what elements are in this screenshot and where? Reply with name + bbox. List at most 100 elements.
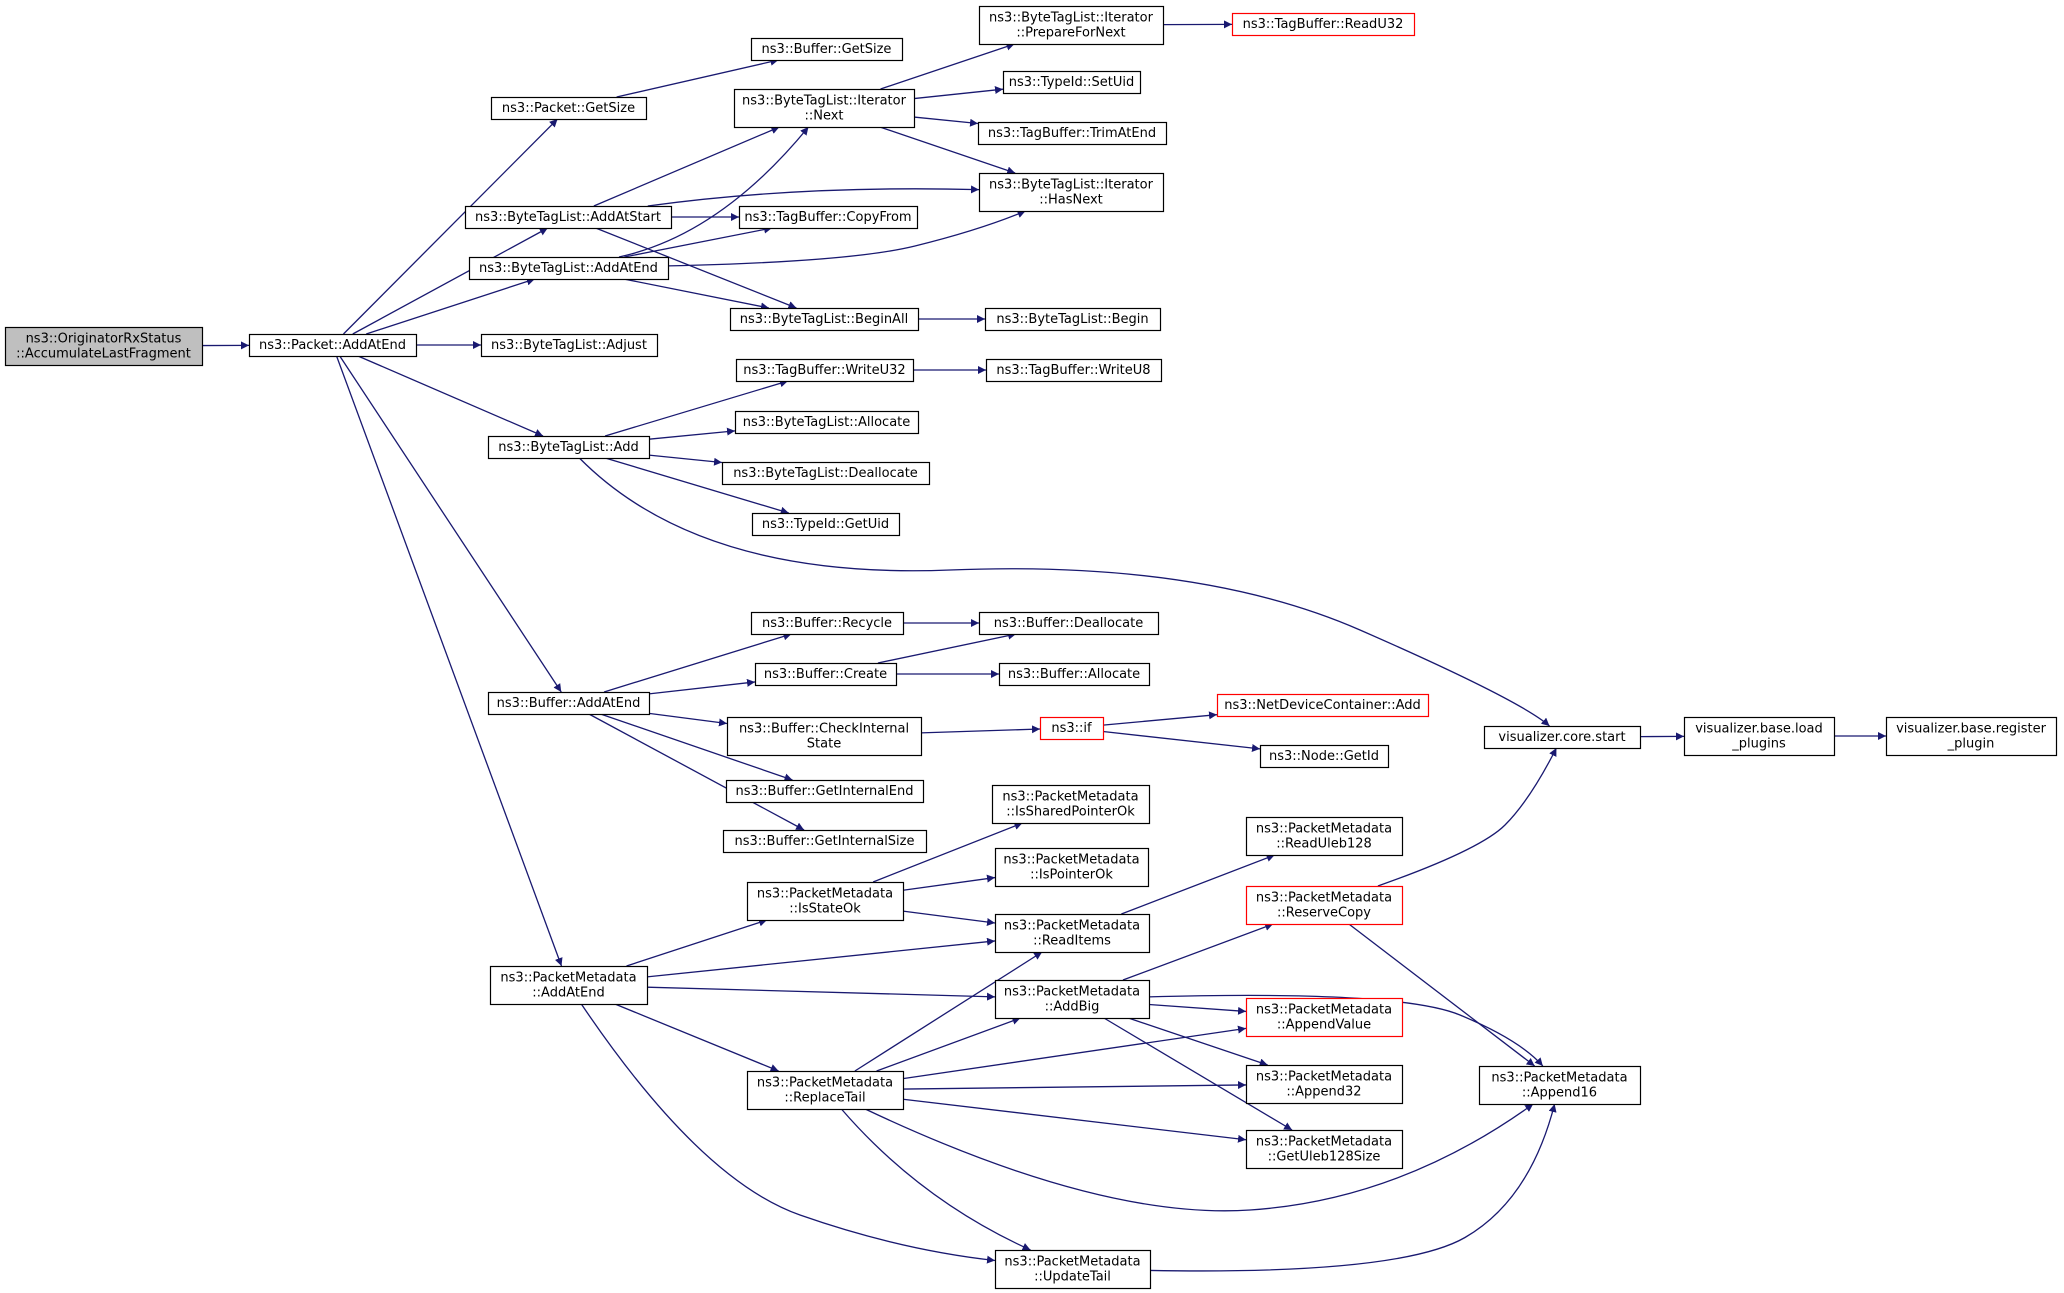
- node-pm_readuleb128[interactable]: ns3::PacketMetadata::ReadUleb128: [1245, 816, 1404, 857]
- node-label-line: ns3::PacketMetadata: [1256, 891, 1392, 906]
- node-buf_deallocate[interactable]: ns3::Buffer::Deallocate: [978, 611, 1160, 636]
- node-box: [1245, 997, 1404, 1038]
- node-tb_writeu8[interactable]: ns3::TagBuffer::WriteU8: [985, 358, 1163, 383]
- node-box: [480, 333, 659, 358]
- node-box: [978, 5, 1165, 46]
- node-btl_addatend[interactable]: ns3::ByteTagList::AddAtEnd: [468, 256, 670, 281]
- node-box: [1245, 1064, 1404, 1105]
- node-pm_addatend[interactable]: ns3::PacketMetadata::AddAtEnd: [489, 965, 649, 1006]
- node-box: [1245, 1129, 1404, 1170]
- node-box: [746, 1070, 905, 1111]
- node-label-line: ::Append32: [1286, 1085, 1361, 1100]
- edge-btl_addatend-to-it_hasnext: [667, 210, 1026, 267]
- node-ndc_add[interactable]: ns3::NetDeviceContainer::Add: [1216, 693, 1430, 718]
- node-buf_addatend[interactable]: ns3::Buffer::AddAtEnd: [487, 691, 651, 716]
- node-tb_trimatend[interactable]: ns3::TagBuffer::TrimAtEnd: [977, 121, 1168, 146]
- node-it_next[interactable]: ns3::ByteTagList::Iterator::Next: [733, 88, 916, 129]
- node-box: [487, 435, 651, 460]
- node-pm_replacetail[interactable]: ns3::PacketMetadata::ReplaceTail: [746, 1070, 905, 1111]
- node-box: [487, 691, 651, 716]
- node-buf_recycle[interactable]: ns3::Buffer::Recycle: [750, 611, 905, 636]
- node-pm_isstateok[interactable]: ns3::PacketMetadata::IsStateOk: [746, 881, 905, 922]
- node-box: [1216, 693, 1430, 718]
- node-box: [1885, 716, 2058, 757]
- edge-pm_addbig-to-pm_append32: [1128, 1017, 1268, 1067]
- node-it_preparefornext[interactable]: ns3::ByteTagList::Iterator::PrepareForNe…: [978, 5, 1165, 46]
- node-box: [1002, 70, 1142, 95]
- node-label-line: ::UpdateTail: [1034, 1270, 1111, 1285]
- node-label-line: ns3::PacketMetadata: [1004, 985, 1140, 1000]
- node-btl_addatstart[interactable]: ns3::ByteTagList::AddAtStart: [464, 205, 673, 230]
- node-label-line: ns3::Packet::GetSize: [502, 101, 635, 116]
- node-tid_getuid[interactable]: ns3::TypeId::GetUid: [751, 512, 901, 537]
- node-pm_reservecopy[interactable]: ns3::PacketMetadata::ReserveCopy: [1245, 885, 1404, 926]
- node-box: [738, 205, 919, 230]
- edge-pkt_addatend-to-pm_addatend: [335, 355, 563, 967]
- edge-btl_addatstart-to-it_next: [593, 126, 780, 207]
- node-label-line: ::Append16: [1522, 1086, 1597, 1101]
- node-tb_readu32[interactable]: ns3::TagBuffer::ReadU32: [1231, 12, 1416, 37]
- node-btl_adjust[interactable]: ns3::ByteTagList::Adjust: [480, 333, 659, 358]
- edge-btl_add-to-viz_core_start: [578, 457, 1550, 727]
- node-tid_setuid[interactable]: ns3::TypeId::SetUid: [1002, 70, 1142, 95]
- node-label-line: ns3::Packet::AddAtEnd: [259, 338, 406, 353]
- node-label-line: ns3::Buffer::Allocate: [1008, 667, 1140, 682]
- node-btl_begin[interactable]: ns3::ByteTagList::Begin: [984, 307, 1162, 332]
- node-pkt_addatend[interactable]: ns3::Packet::AddAtEnd: [248, 333, 418, 358]
- edge-pm_addatend-to-pm_isstateok: [626, 918, 768, 967]
- node-box: [994, 979, 1151, 1020]
- node-label-line: State: [807, 737, 841, 752]
- node-btl_allocate[interactable]: ns3::ByteTagList::Allocate: [734, 410, 920, 435]
- edge-pm_isstateok-to-pm_readitems: [902, 910, 996, 926]
- node-pm_append16[interactable]: ns3::PacketMetadata::Append16: [1478, 1065, 1642, 1106]
- node-label-line: ns3::ByteTagList::Deallocate: [733, 466, 918, 481]
- node-label-line: _plugin: [1947, 737, 1995, 752]
- edge-btl_add-to-btl_deallocate: [648, 454, 723, 466]
- node-btl_beginall[interactable]: ns3::ByteTagList::BeginAll: [729, 307, 920, 332]
- node-pm_getuleb128size[interactable]: ns3::PacketMetadata::GetUleb128Size: [1245, 1129, 1404, 1170]
- node-buf_getsize[interactable]: ns3::Buffer::GetSize: [750, 37, 904, 62]
- node-box: [1683, 716, 1836, 757]
- edge-btl_add-to-btl_allocate: [648, 427, 736, 440]
- node-buf_create[interactable]: ns3::Buffer::Create: [754, 662, 898, 687]
- node-label-line: ns3::ByteTagList::AddAtEnd: [479, 261, 658, 276]
- node-root[interactable]: ns3::OriginatorRxStatus::AccumulateLastF…: [4, 326, 204, 367]
- node-buf_getinternalend[interactable]: ns3::Buffer::GetInternalEnd: [725, 779, 925, 804]
- node-pm_ispointerok[interactable]: ns3::PacketMetadata::IsPointerOk: [994, 847, 1150, 888]
- node-buf_allocate[interactable]: ns3::Buffer::Allocate: [998, 662, 1151, 687]
- node-it_hasnext[interactable]: ns3::ByteTagList::Iterator::HasNext: [978, 172, 1165, 213]
- node-node_getid[interactable]: ns3::Node::GetId: [1259, 744, 1390, 769]
- node-box: [984, 307, 1162, 332]
- node-pm_updatetail[interactable]: ns3::PacketMetadata::UpdateTail: [994, 1249, 1152, 1290]
- node-pm_appendvalue[interactable]: ns3::PacketMetadata::AppendValue: [1245, 997, 1404, 1038]
- node-tb_writeu32[interactable]: ns3::TagBuffer::WriteU32: [735, 358, 915, 383]
- node-label-line: ns3::PacketMetadata: [1256, 822, 1392, 837]
- node-viz_register_plugin[interactable]: visualizer.base.register_plugin: [1885, 716, 2058, 757]
- node-ns3_if[interactable]: ns3::if: [1039, 716, 1105, 741]
- node-viz_load_plugins[interactable]: visualizer.base.load_plugins: [1683, 716, 1836, 757]
- node-label-line: ns3::ByteTagList::Allocate: [743, 415, 911, 430]
- edge-pkt_addatend-to-pkt_getsize: [342, 118, 559, 335]
- node-label-line: ns3::TypeId::SetUid: [1009, 75, 1134, 90]
- edge-pm_addatend-to-pm_addbig: [646, 986, 996, 1001]
- node-pm_readitems[interactable]: ns3::PacketMetadata::ReadItems: [994, 913, 1151, 954]
- node-box: [725, 779, 925, 804]
- edge-pm_isstateok-to-pm_issharedpointerok: [872, 822, 1023, 883]
- node-label-line: ::ReadItems: [1033, 934, 1111, 949]
- node-pkt_getsize[interactable]: ns3::Packet::GetSize: [490, 96, 648, 121]
- node-pm_append32[interactable]: ns3::PacketMetadata::Append32: [1245, 1064, 1404, 1105]
- node-box: [735, 358, 915, 383]
- node-label-line: visualizer.base.load: [1695, 722, 1823, 737]
- node-tb_copyfrom[interactable]: ns3::TagBuffer::CopyFrom: [738, 205, 919, 230]
- node-viz_core_start[interactable]: visualizer.core.start: [1483, 725, 1642, 750]
- node-label-line: ns3::PacketMetadata: [757, 1076, 893, 1091]
- node-pm_addbig[interactable]: ns3::PacketMetadata::AddBig: [994, 979, 1151, 1020]
- node-btl_deallocate[interactable]: ns3::ByteTagList::Deallocate: [721, 461, 931, 486]
- node-box: [750, 37, 904, 62]
- node-pm_issharedpointerok[interactable]: ns3::PacketMetadata::IsSharedPointerOk: [991, 784, 1151, 825]
- node-box: [1478, 1065, 1642, 1106]
- node-buf_getinternalsize[interactable]: ns3::Buffer::GetInternalSize: [722, 829, 928, 854]
- node-btl_add[interactable]: ns3::ByteTagList::Add: [487, 435, 651, 460]
